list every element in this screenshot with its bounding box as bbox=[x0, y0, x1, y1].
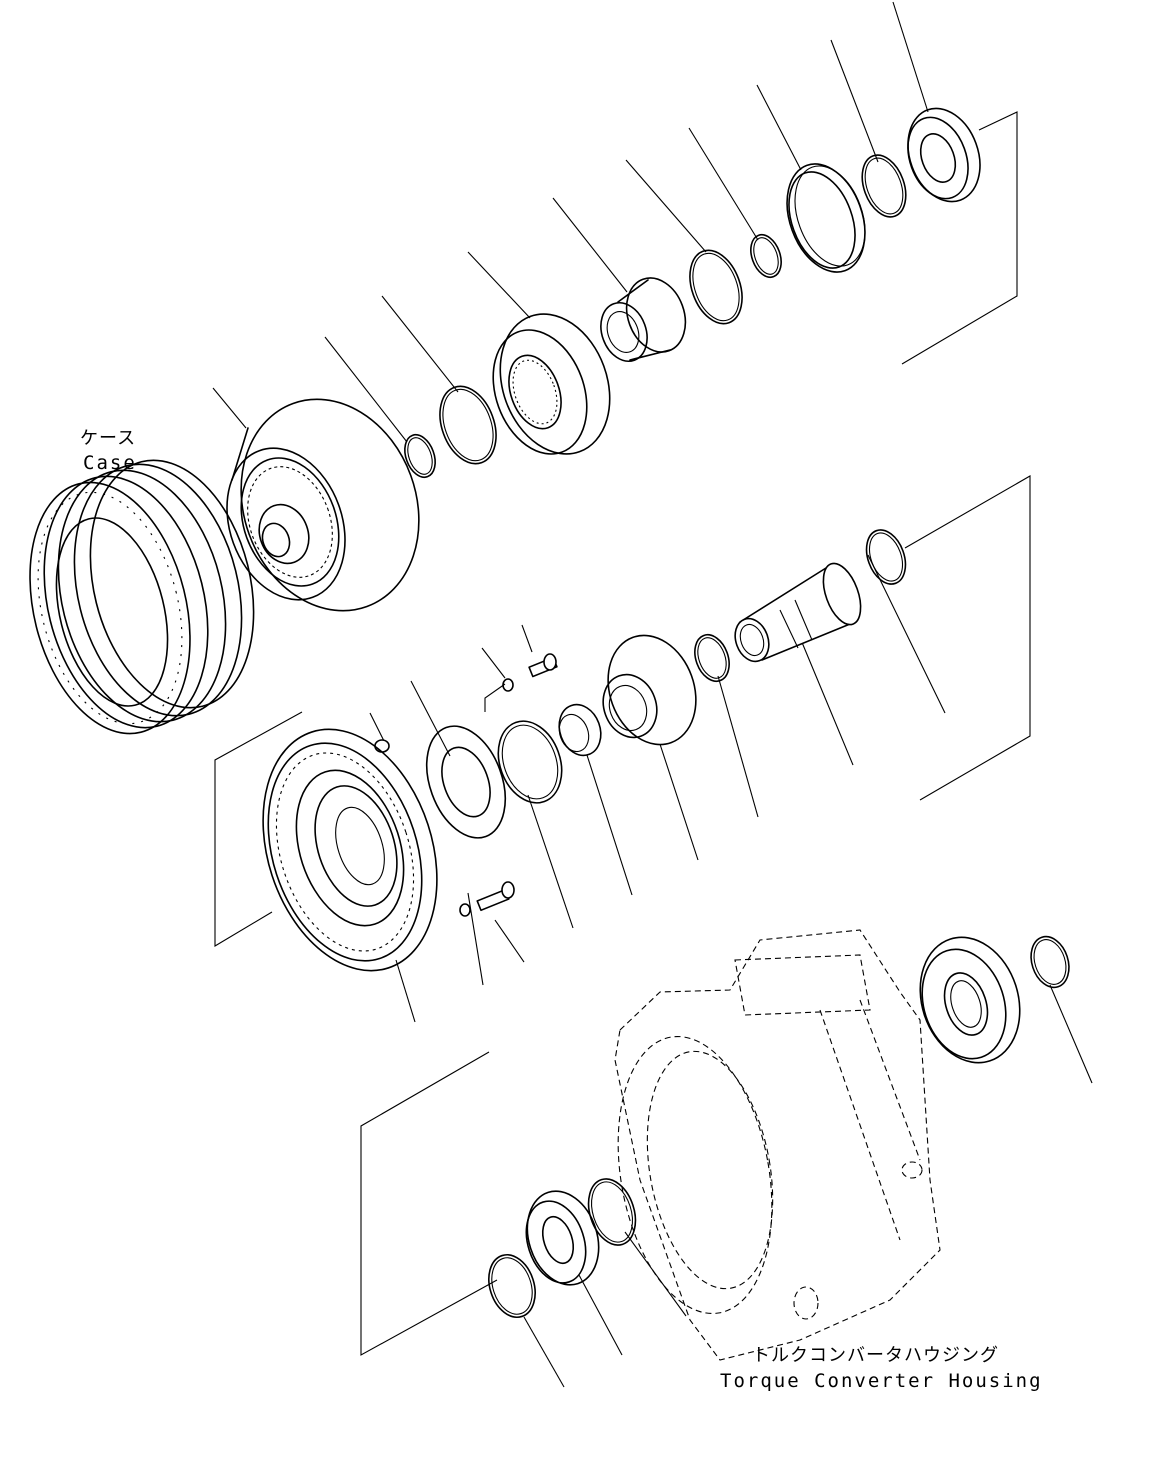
snap-ring-c bbox=[689, 249, 743, 325]
snap-ring-a bbox=[404, 433, 436, 479]
grouping-brackets bbox=[214, 111, 1031, 1356]
snap-ring-lower-left bbox=[488, 1254, 536, 1318]
seal-ring bbox=[786, 163, 866, 273]
plug bbox=[374, 739, 390, 753]
snap-ring-g bbox=[1030, 935, 1070, 989]
snap-ring-b bbox=[439, 385, 497, 465]
o-ring-a bbox=[694, 633, 730, 683]
snap-ring-d bbox=[750, 233, 782, 279]
cover-plate bbox=[425, 725, 507, 839]
planetary-carrier bbox=[492, 313, 611, 455]
bolt-upper bbox=[528, 653, 558, 678]
shaft bbox=[734, 562, 862, 663]
roller-bearing-lower bbox=[525, 1190, 600, 1286]
clutch-drum bbox=[226, 398, 420, 612]
snap-ring-f bbox=[865, 529, 907, 585]
case-label-en: Case bbox=[83, 452, 137, 474]
snap-ring-e bbox=[861, 154, 907, 218]
washer-lower bbox=[459, 903, 471, 917]
washer-upper bbox=[502, 678, 514, 692]
collar bbox=[558, 703, 602, 757]
housing-label-jp: トルクコンバータハウジング bbox=[752, 1345, 999, 1366]
bolt-lower bbox=[476, 881, 515, 912]
snap-ring-lower-right bbox=[587, 1178, 637, 1246]
gear-hub bbox=[600, 277, 687, 362]
roller-bearing-top bbox=[907, 107, 981, 203]
torque-converter-housing bbox=[614, 929, 941, 1361]
thrust-washer bbox=[497, 720, 563, 804]
gear-retainer bbox=[602, 634, 697, 746]
case-label-jp: ケース bbox=[80, 428, 137, 449]
pump-gear bbox=[919, 936, 1021, 1064]
housing-label-en: Torque Converter Housing bbox=[720, 1370, 1043, 1392]
case-housing bbox=[29, 459, 255, 735]
ring-gear-carrier bbox=[262, 728, 438, 972]
